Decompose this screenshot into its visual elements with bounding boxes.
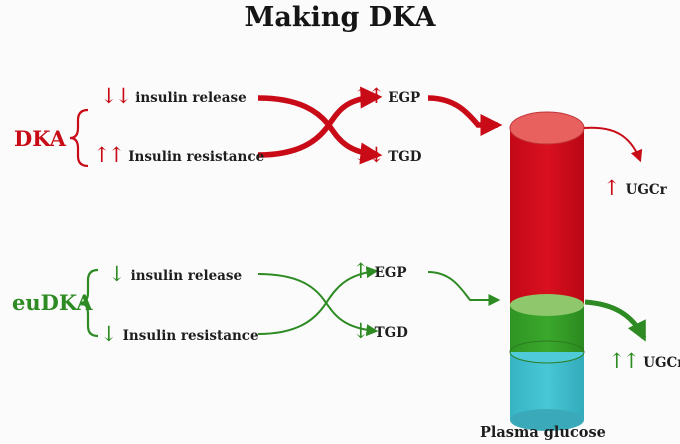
- eudka-ugcr-arrow: [584, 299, 647, 342]
- eudka-ugcr: ↑↑UGCr: [608, 349, 680, 373]
- dka-cross-2: [257, 86, 383, 158]
- double-down-arrow-icon: ↓↓: [353, 143, 385, 167]
- dka-egp: ↑↑EGP: [353, 84, 421, 108]
- up-arrow-icon: ↑: [352, 259, 370, 283]
- up-arrow-icon: ↑: [603, 176, 621, 200]
- eudka-to-cylinder: [427, 271, 501, 306]
- eudka-insulin-release: ↓insulin release: [108, 262, 243, 286]
- eudka-label: euDKA: [12, 290, 93, 315]
- plasma-glucose-cylinder: [509, 111, 585, 431]
- eudka-tgd: ↓TGD: [352, 319, 408, 343]
- double-up-arrow-icon: ↑↑: [608, 349, 640, 373]
- down-arrow-icon: ↓: [352, 319, 370, 343]
- dka-label: DKA: [14, 126, 66, 151]
- double-up-arrow-icon: ↑↑: [353, 84, 385, 108]
- eudka-cross-2: [257, 266, 379, 335]
- dka-ugcr-arrow: [583, 126, 643, 163]
- dka-insulin-resistance: ↑↑Insulin resistance: [93, 143, 265, 167]
- eudka-egp: ↑EGP: [352, 259, 407, 283]
- dka-to-cylinder: [427, 95, 503, 136]
- plasma-glucose-label: Plasma glucose: [480, 424, 606, 441]
- dka-tgd: ↓↓TGD: [353, 143, 422, 167]
- diagram-title: Making DKA: [244, 2, 436, 33]
- eudka-brace: [79, 268, 99, 338]
- dka-insulin-release: ↓↓insulin release: [100, 84, 247, 108]
- double-down-arrow-icon: ↓↓: [100, 84, 132, 108]
- down-arrow-icon: ↓: [108, 262, 126, 286]
- eudka-insulin-resistance: ↓Insulin resistance: [100, 322, 259, 346]
- eudka-cross-1: [257, 273, 379, 337]
- dka-brace: [69, 108, 89, 168]
- dka-ugcr: ↑UGCr: [603, 176, 667, 200]
- double-up-arrow-icon: ↑↑: [93, 143, 125, 167]
- down-arrow-icon: ↓: [100, 322, 118, 346]
